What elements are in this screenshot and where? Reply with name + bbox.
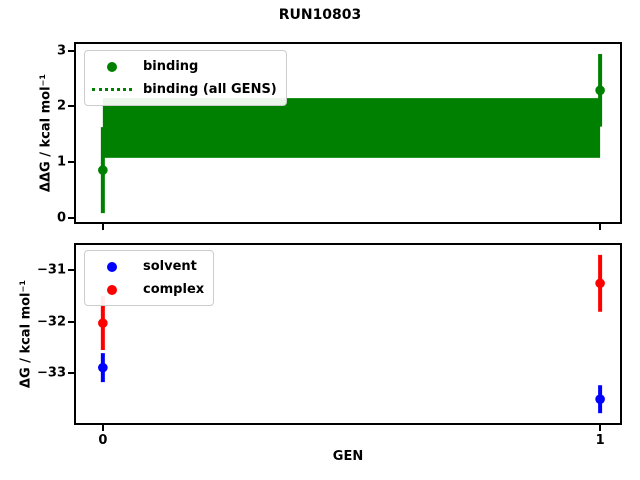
xtick-label-1: 1 bbox=[595, 433, 605, 448]
all-gens-band bbox=[102, 98, 601, 158]
ytick-label-bottom-subplot--31: −31 bbox=[37, 262, 66, 278]
legend-circle-icon bbox=[107, 61, 117, 72]
xtick-bottom-subplot-1 bbox=[599, 425, 602, 431]
top-y-axis-label: ΔΔG / kcal mol⁻¹ bbox=[38, 73, 54, 193]
x-axis-label: GEN bbox=[332, 449, 364, 464]
legend-item-binding-all-gens-: binding (all GENS) bbox=[92, 78, 277, 101]
legend-handle bbox=[92, 88, 132, 91]
marker-complex-gen1 bbox=[595, 278, 605, 289]
ytick-bottom-subplot--33 bbox=[68, 372, 74, 375]
legend-item-label: solvent bbox=[143, 259, 197, 274]
xtick-top-subplot-0 bbox=[101, 224, 104, 230]
legend-handle bbox=[92, 261, 132, 272]
legend-handle bbox=[92, 61, 132, 72]
top-subplot bbox=[74, 42, 622, 224]
ytick-label-top-subplot-1: 1 bbox=[56, 154, 66, 170]
legend-item-label: binding bbox=[143, 59, 199, 74]
bottom-subplot-legend: solvent complex bbox=[84, 250, 215, 306]
legend-item-solvent: solvent bbox=[92, 255, 204, 278]
figure-title: RUN10803 bbox=[278, 7, 362, 23]
legend-item-label: binding (all GENS) bbox=[143, 82, 277, 97]
legend-dotted-line-icon bbox=[92, 88, 132, 91]
top-subplot-legend: binding binding (all GENS) bbox=[84, 50, 287, 106]
xtick-bottom-subplot-0 bbox=[101, 425, 104, 431]
marker-solvent-gen0 bbox=[98, 362, 108, 373]
legend-handle bbox=[92, 284, 132, 295]
marker-binding-gen0 bbox=[98, 165, 108, 175]
bottom-y-axis-label: ΔG / kcal mol⁻¹ bbox=[18, 279, 34, 389]
legend-circle-icon bbox=[107, 261, 117, 272]
ytick-bottom-subplot--32 bbox=[68, 320, 74, 323]
marker-complex-gen0 bbox=[98, 318, 108, 328]
xtick-top-subplot-1 bbox=[599, 224, 602, 230]
bottom-subplot bbox=[74, 243, 622, 425]
ytick-top-subplot-0 bbox=[68, 217, 74, 220]
ytick-bottom-subplot--31 bbox=[68, 268, 74, 271]
ytick-label-bottom-subplot--32: −32 bbox=[37, 314, 66, 330]
ytick-label-bottom-subplot--33: −33 bbox=[37, 365, 66, 381]
ytick-label-top-subplot-2: 2 bbox=[56, 98, 66, 114]
ytick-top-subplot-3 bbox=[68, 49, 74, 52]
legend-item-binding: binding bbox=[92, 55, 277, 78]
top-subplot-plot-area bbox=[98, 54, 605, 214]
ytick-top-subplot-1 bbox=[68, 161, 74, 164]
xtick-label-0: 0 bbox=[98, 433, 108, 448]
ytick-label-top-subplot-0: 0 bbox=[56, 210, 66, 226]
marker-solvent-gen1 bbox=[595, 394, 605, 404]
bottom-subplot-plot-area bbox=[98, 254, 605, 414]
marker-binding-gen1 bbox=[595, 85, 605, 96]
ytick-top-subplot-2 bbox=[68, 105, 74, 108]
legend-circle-icon bbox=[107, 284, 117, 295]
ytick-label-top-subplot-3: 3 bbox=[56, 43, 66, 59]
legend-item-complex: complex bbox=[92, 278, 204, 301]
legend-item-label: complex bbox=[143, 282, 205, 297]
